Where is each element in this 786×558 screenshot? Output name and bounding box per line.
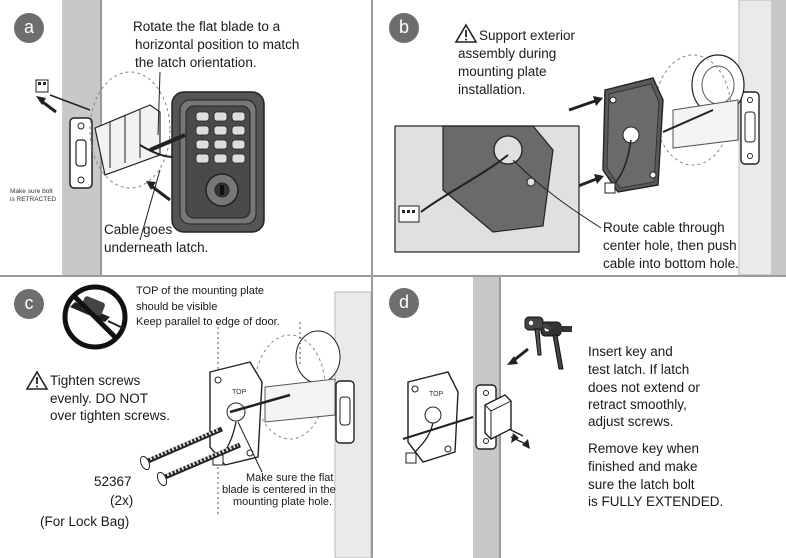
blade-note-line-3: mounting plate hole. [233,496,333,508]
warning-line-2: evenly. DO NOT [50,391,149,406]
key-icon [540,321,572,370]
warning-line-1: Tighten screws [50,373,141,388]
panel-a: a Rotate the flat blade to a horizontal … [0,0,371,275]
mounting-plate [402,371,474,463]
panel-d: d Insert key and test latch. If latch do… [373,277,786,558]
step-badge-d: d [389,288,419,318]
route-note-line-2: center hole, then push [603,238,737,253]
step-badge-c: c [14,289,44,319]
panel-b: b Support exterior assembly during mount… [373,0,786,275]
key-icon [524,316,552,356]
instruction-line-1: Rotate the flat blade to a [133,19,281,34]
cable-connector [35,79,49,93]
mounting-screw [139,426,223,471]
panel-c-illustration [25,284,371,558]
bolt-note-line-2: is RETRACTED [10,196,57,203]
warning-line-3: mounting plate [458,64,547,79]
bolt-note-line-1: Make sure bolt [10,188,53,195]
remove-note-line-3: sure the latch bolt [588,477,695,492]
top-note-line-2: should be visible [136,301,218,313]
latch-body [94,104,161,176]
remove-note-line-4: is FULLY EXTENDED. [588,494,724,509]
instruction-line-3: the latch orientation. [135,55,257,70]
cable-note-line-2: underneath latch. [104,240,209,255]
extend-retract-arrows [508,428,530,449]
route-note-line-3: cable into bottom hole. [603,256,739,271]
latch-bolt [484,394,512,440]
part-quantity: (2x) [110,493,134,508]
route-note-line-1: Route cable through [603,220,725,235]
instruction-line-5: adjust screws. [588,414,674,429]
horizontal-divider [0,275,786,277]
prohibited-power-tool-icon [62,284,128,350]
instruction-line-3: does not extend or [588,380,700,395]
instruction-line-4: retract smoothly, [588,397,687,412]
mounting-plate [209,361,291,466]
panel-b-illustration [394,0,786,275]
blade-note-line-1: Make sure the flat [246,472,334,484]
inset-detail [394,125,580,253]
latch-faceplate [740,91,760,165]
mounting-screw [156,442,241,487]
panel-d-illustration [402,277,572,558]
top-note-line-3: Keep parallel to edge of door. [136,316,280,328]
instruction-line-2: test latch. If latch [588,362,690,377]
warning-icon [454,23,478,43]
top-note-line-1: TOP of the mounting plate [136,285,265,297]
panel-c: c TOP of the mounting plate should be vi… [0,277,371,558]
latch-faceplate [69,117,93,189]
latch-faceplate [335,380,355,444]
instruction-line-2: horizontal position to match [135,37,300,52]
cable-note-line-1: Cable goes [104,222,173,237]
vertical-divider [371,0,373,558]
remove-note-line-2: finished and make [588,459,698,474]
warning-line-1: Support exterior [479,28,576,43]
bag-note: (For Lock Bag) [40,514,130,529]
warning-line-3: over tighten screws. [50,408,171,423]
blade-note-line-2: blade is centered in the [222,484,336,496]
step-badge-a: a [14,13,44,43]
step-badge-b: b [389,13,419,43]
warning-line-4: installation. [458,82,526,97]
plate-top-label: TOP [232,389,247,396]
mounting-plate [602,77,664,193]
plate-top-label: TOP [429,391,444,398]
remove-note-line-1: Remove key when [588,441,700,456]
cable-connector [398,205,420,223]
part-number: 52367 [94,474,132,489]
keypad-assembly [171,91,265,233]
instruction-line-1: Insert key and [588,344,673,359]
warning-line-2: assembly during [458,46,557,61]
panel-a-illustration [35,0,265,275]
warning-icon [25,370,49,390]
